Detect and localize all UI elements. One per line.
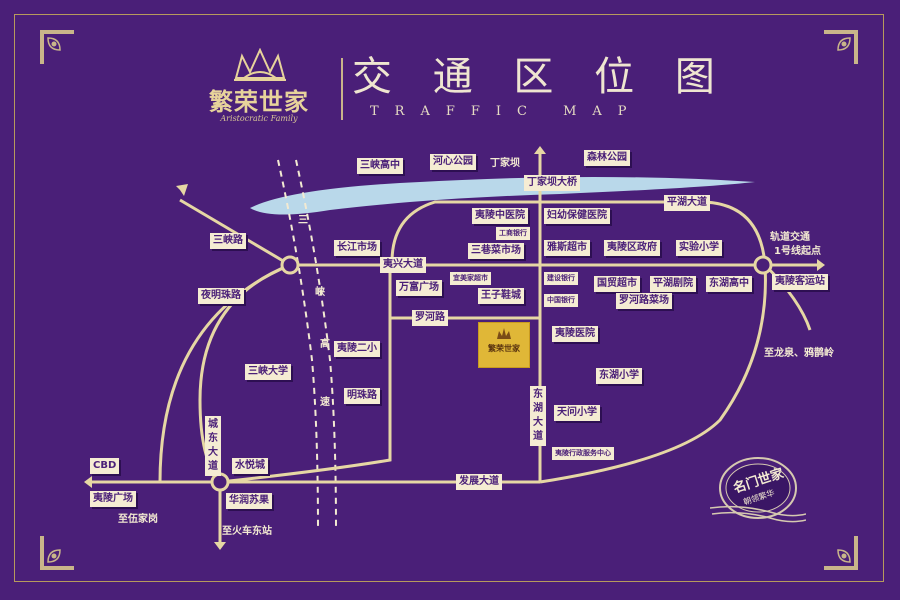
place-label: 东湖高中: [706, 276, 752, 292]
place-label: 国贸超市: [594, 276, 640, 292]
place-label: 夷陵客运站: [772, 274, 828, 290]
place-label: 妇幼保健医院: [544, 208, 610, 224]
expressway-label: 峡: [315, 287, 325, 298]
place-label: 夜明珠路: [198, 288, 244, 304]
place-label: 森林公园: [584, 150, 630, 166]
project-name: 繁荣世家: [488, 343, 520, 353]
corner-ornament-icon: [40, 536, 74, 570]
place-label: 三巷菜市场: [468, 243, 524, 259]
page-title-english: TRAFFIC MAP: [370, 104, 643, 119]
river: [250, 177, 755, 215]
place-label: 雅斯超市: [544, 240, 590, 256]
corner-ornament-icon: [824, 30, 858, 64]
place-label: 水悦城: [232, 458, 268, 474]
place-label: 三峡高中: [357, 158, 403, 174]
place-label: 平湖剧院: [650, 276, 696, 292]
brand-logo: 繁荣世家 Aristocratic Family: [190, 48, 330, 128]
stamp-icon: [710, 457, 806, 523]
road-label: 城东大道: [205, 416, 221, 476]
bank-label: 建设银行: [544, 272, 578, 285]
road-label: 发展大道: [456, 474, 502, 490]
place-label: 夷陵区政府: [604, 240, 660, 256]
expressway-label: 三: [298, 215, 308, 226]
brand-subtitle: Aristocratic Family: [220, 114, 298, 123]
brand-name: 繁荣世家: [209, 87, 309, 116]
place-label: 夷陵广场: [90, 491, 136, 507]
arrow-icon: [176, 184, 188, 196]
road-label: 夷兴大道: [380, 257, 426, 273]
place-label: 东湖小学: [596, 368, 642, 384]
bank-label: 工商银行: [496, 227, 530, 240]
outer-ring-road: [158, 150, 767, 484]
place-label: 万富广场: [396, 280, 442, 296]
page-title: 交 通 区 位 图: [352, 54, 729, 100]
place-label: 河心公园: [430, 154, 476, 170]
place-label: 轨道交通: [770, 232, 810, 243]
crown-lotus-icon: [497, 328, 511, 339]
bridge-label: 丁家坝大桥: [524, 175, 580, 191]
place-label: 王子鞋城: [478, 288, 524, 304]
place-label: 三峡大学: [245, 364, 291, 380]
arrow-icon: [817, 259, 825, 271]
interchange-node: [753, 255, 773, 275]
place-label: CBD: [90, 458, 120, 474]
bank-label: 中国银行: [544, 294, 578, 307]
place-label: 天问小学: [554, 405, 600, 421]
place-label: 华润苏果: [226, 493, 272, 509]
place-label: 宜美家超市: [450, 272, 491, 285]
arrow-icon: [84, 476, 92, 488]
west-road: [219, 262, 392, 484]
road-label: 平湖大道: [664, 195, 710, 211]
expressway-label: 速: [320, 397, 330, 408]
place-label: 夷陵二小: [334, 341, 380, 357]
place-label: 长江市场: [334, 240, 380, 256]
arrow-icon: [214, 542, 226, 550]
corner-ornament-icon: [824, 536, 858, 570]
place-label: 至龙泉、鸦鹊岭: [764, 348, 834, 359]
expressway-label: 高: [320, 339, 330, 350]
place-label: 至火车东站: [222, 526, 272, 537]
place-label: 夷陵中医院: [472, 208, 528, 224]
corner-ornament-icon: [40, 30, 74, 64]
place-label: 明珠路: [344, 388, 380, 404]
place-label: 夷陵行政服务中心: [552, 447, 614, 460]
place-label: 1号线起点: [774, 246, 821, 257]
road-label: 东湖大道: [530, 386, 546, 446]
place-label: 罗河路菜场: [616, 293, 672, 309]
place-label: 实验小学: [676, 240, 722, 256]
place-label: 至伍家岗: [118, 514, 158, 525]
place-label: 丁家坝: [490, 158, 520, 169]
brand-seal: 名门世家 朝领繁华: [710, 448, 806, 528]
road-label: 罗河路: [412, 310, 448, 326]
huxing-avenue: [179, 198, 291, 267]
interchange-node: [210, 472, 230, 492]
interchange-node: [280, 255, 300, 275]
title-divider: [341, 58, 343, 120]
place-label: 夷陵医院: [552, 326, 598, 342]
project-marker: 繁荣世家: [478, 322, 530, 368]
arrow-icon: [534, 146, 546, 154]
place-label: 三峡路: [210, 233, 246, 249]
poster-frame: [14, 14, 884, 582]
crown-lotus-icon: [234, 48, 286, 81]
